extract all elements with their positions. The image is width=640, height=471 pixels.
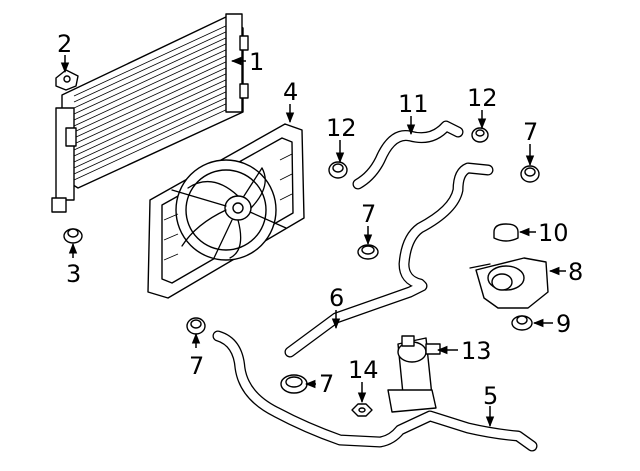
lower-hose: [212, 330, 538, 452]
reservoir-cap: [493, 223, 519, 242]
callout-8: 8: [568, 258, 583, 286]
callout-12-right: 12: [467, 84, 498, 112]
callout-4: 4: [283, 78, 298, 106]
callout-14: 14: [348, 356, 379, 384]
radiator-bracket: [55, 69, 79, 91]
callout-3: 3: [66, 260, 81, 288]
callout-5: 5: [483, 382, 498, 410]
grommet: [511, 315, 533, 331]
clamp-7-upper-right: [520, 165, 540, 183]
fan-shroud: [147, 123, 305, 299]
callout-7-upper-right: 7: [523, 118, 538, 146]
callout-1: 1: [249, 48, 264, 76]
upper-hose: [352, 120, 464, 190]
clamp-7-lower-hose: [280, 374, 308, 394]
callout-7-fan: 7: [361, 200, 376, 228]
callout-7-lower-left: 7: [189, 352, 204, 380]
pump: [387, 335, 441, 413]
callout-12-left: 12: [326, 114, 357, 142]
callout-10: 10: [538, 219, 569, 247]
callout-9: 9: [556, 310, 571, 338]
callout-7-lower-hose: 7: [319, 370, 334, 398]
callout-11: 11: [398, 90, 429, 118]
clamp-7-lower-left: [186, 317, 206, 335]
overflow-hose: [284, 162, 494, 358]
isolator: [63, 228, 83, 244]
callout-6: 6: [329, 284, 344, 312]
radiator: [51, 13, 249, 213]
leader-lines: [60, 55, 566, 428]
clamp-7-fan: [357, 244, 379, 260]
clamp-12-left: [328, 161, 348, 179]
callout-2: 2: [57, 30, 72, 58]
callout-13: 13: [461, 337, 492, 365]
reservoir: [469, 257, 549, 309]
nut: [351, 403, 373, 417]
clamp-12-right: [471, 127, 489, 143]
